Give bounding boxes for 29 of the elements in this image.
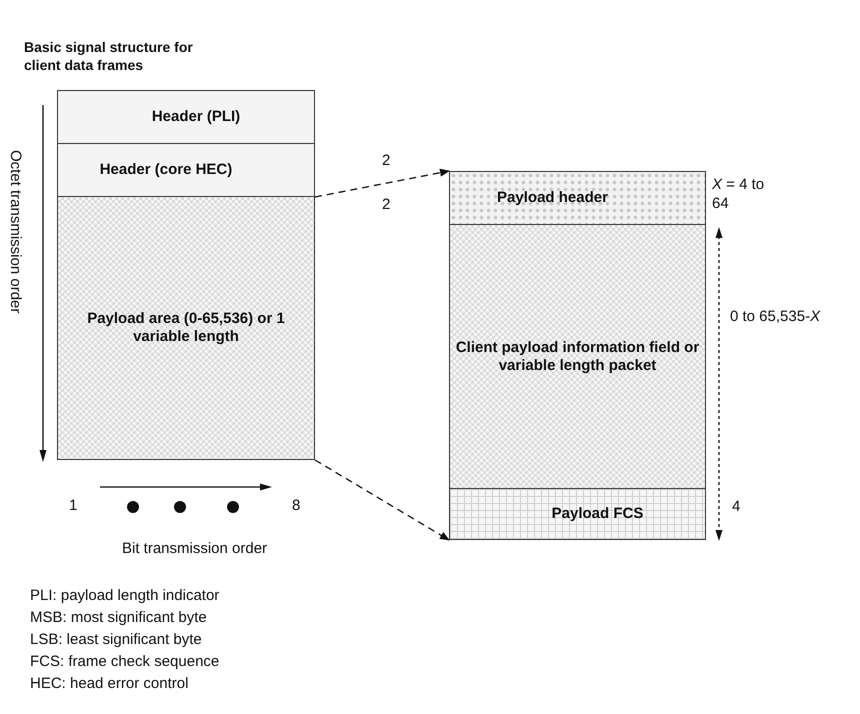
dashed-arrow <box>314 459 450 541</box>
field-label: Client payload information field or variable length packet <box>454 338 700 374</box>
abbreviation-note: FCS: frame check sequence <box>30 653 220 672</box>
field-label: Payload FCS <box>552 505 644 523</box>
field-label: Header (PLI) <box>152 108 240 126</box>
frame-field <box>57 90 315 144</box>
frame-field <box>449 224 706 489</box>
frame-field <box>449 488 706 540</box>
axis-label: Bit transmission order <box>122 540 268 559</box>
bit-number: 1 <box>69 497 78 516</box>
diagram-title: Basic signal structure for client data frames <box>24 38 194 74</box>
abbreviation-note: LSB: least significant byte <box>30 631 202 650</box>
field-label: Payload header <box>497 189 608 207</box>
frame-field <box>57 196 315 460</box>
abbreviation-note: HEC: head error control <box>30 675 188 694</box>
dimension-label: 2 <box>382 152 390 171</box>
axis-label: Octet transmission order <box>6 150 24 314</box>
dimension-label: 0 to 65,535-X <box>730 308 820 327</box>
dimension-label: X = 4 to 64 <box>712 176 766 214</box>
dashed-arrow <box>314 168 450 198</box>
field-label: Header (core HEC) <box>100 161 232 179</box>
field-label: Payload area (0-65,536) or 1 variable length <box>86 310 286 346</box>
bit-number: 8 <box>292 497 300 516</box>
frame-field <box>449 171 706 225</box>
frame-field <box>57 143 315 197</box>
dimension-label: 4 <box>732 498 740 517</box>
dimension-label: 2 <box>382 196 390 215</box>
abbreviation-note: MSB: most significant byte <box>30 609 207 628</box>
abbreviation-note: PLI: payload length indicator <box>30 587 220 606</box>
